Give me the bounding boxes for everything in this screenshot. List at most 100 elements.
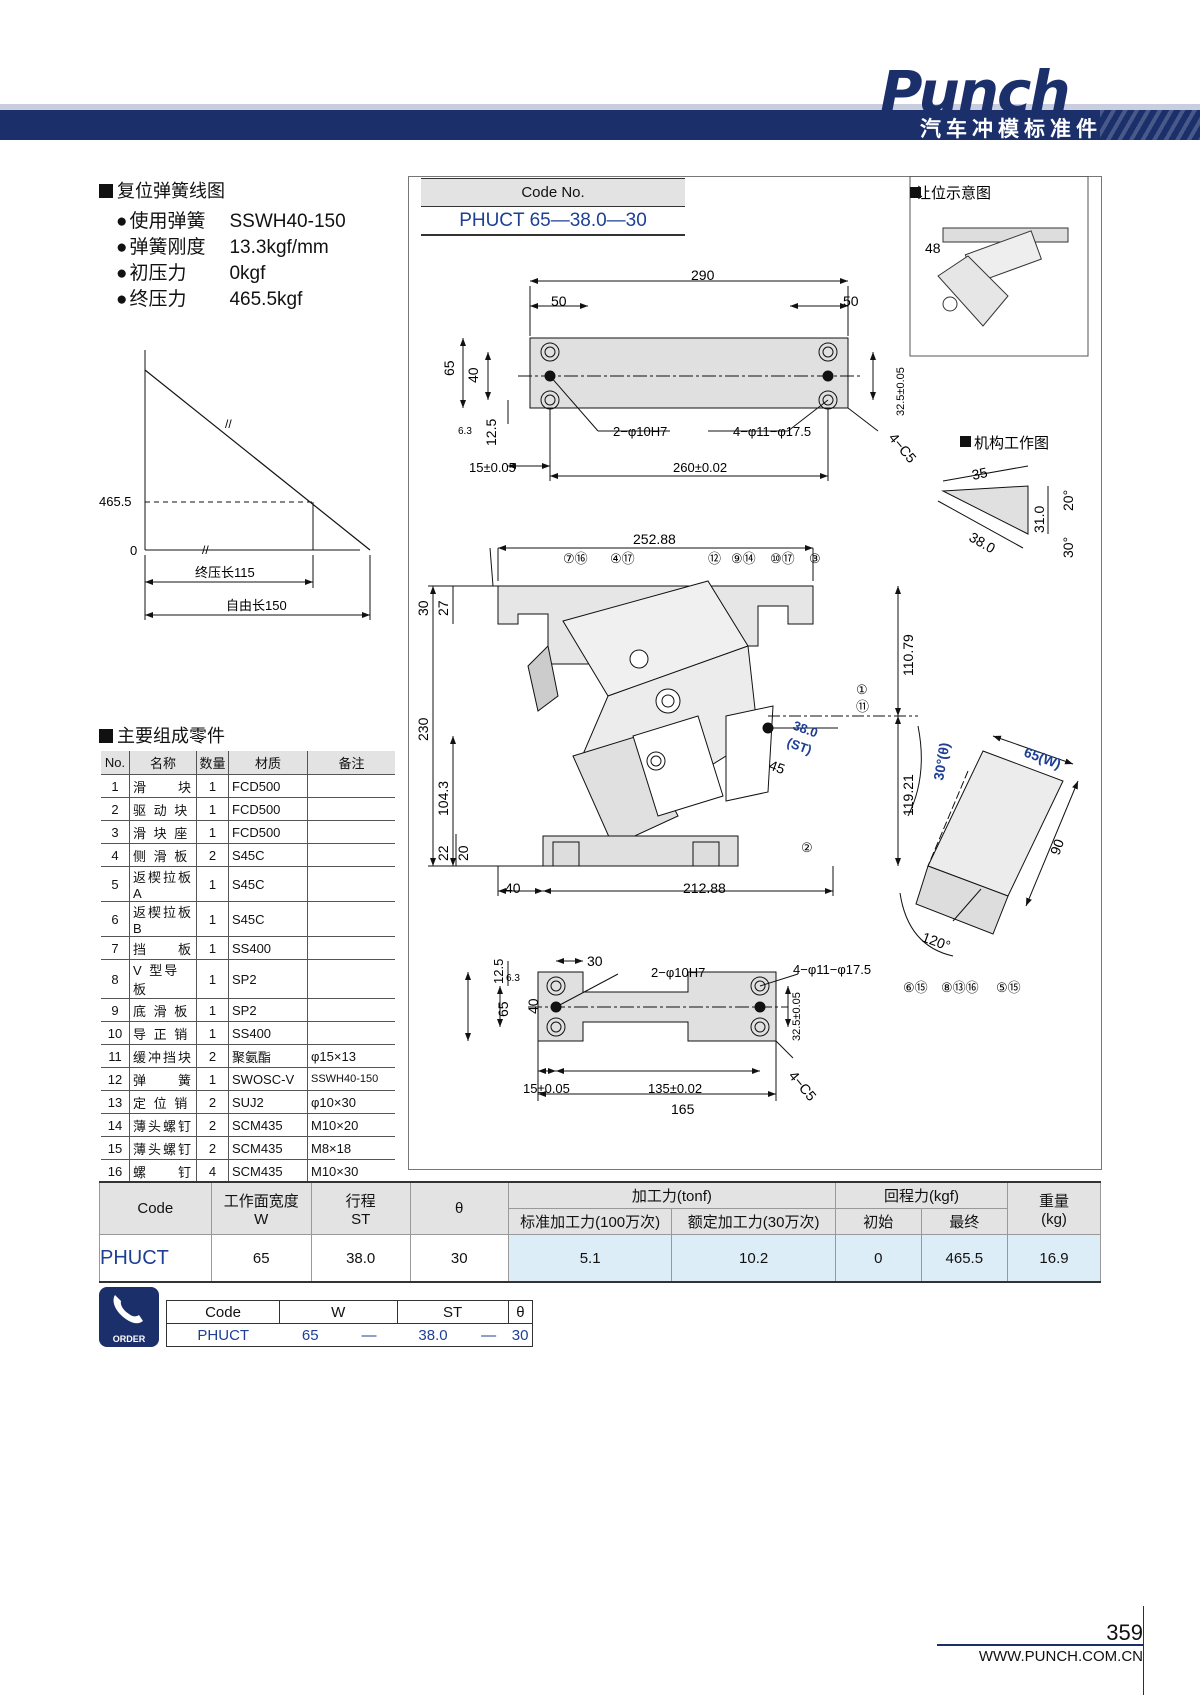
part-note: M8×18 — [307, 1136, 395, 1160]
part-note — [307, 866, 395, 902]
dim-22: 22 — [435, 845, 451, 861]
part-material: SCM435 — [228, 1136, 308, 1160]
callout-4-17: ④⑰ — [610, 551, 635, 566]
part-name: 导 正 销 — [129, 1021, 197, 1045]
order-col-theta: θ — [508, 1300, 533, 1324]
order-sep: — — [481, 1326, 497, 1344]
clearance-sketch — [937, 227, 1069, 327]
spec-col-return: 回程力(kgf) — [834, 1181, 1009, 1209]
part-qty: 1 — [196, 1067, 229, 1091]
footer-url[interactable]: WWW.PUNCH.COM.CN — [978, 1648, 1143, 1665]
dim-12-5: 12.5 — [483, 419, 499, 446]
dim-27: 27 — [435, 600, 451, 616]
part-no: 6 — [101, 901, 130, 937]
dim-104: 104.3 — [435, 781, 451, 816]
part-qty: 1 — [196, 797, 229, 821]
dim-20: 20 — [455, 845, 471, 861]
order-code: PHUCT — [197, 1326, 250, 1344]
spec-row: PHUCT 65 38.0 30 5.1 10.2 0 465.5 16.9 — [99, 1234, 1101, 1283]
part-no: 2 — [101, 797, 130, 821]
part-note: M10×30 — [307, 1159, 395, 1183]
part-no: 8 — [101, 959, 130, 999]
spec-key: 使用弹簧 — [129, 211, 206, 232]
part-qty: 1 — [196, 1021, 229, 1045]
technical-drawing: 让位示意图 48 290 50 50 65 40 12.5 15±0 — [415, 176, 1089, 1117]
bottom-dim-15: 15±0.05 — [523, 1081, 570, 1096]
part-material: SS400 — [228, 1021, 308, 1045]
mech-dim-38: 38.0 — [967, 529, 999, 557]
part-note — [307, 843, 395, 867]
spec-col-force-rated: 额定加工力(30万次) — [671, 1208, 836, 1235]
part-qty: 2 — [196, 1113, 229, 1137]
spec-key: 弹簧刚度 — [129, 237, 206, 258]
spec-col-theta: θ — [409, 1181, 509, 1235]
graph-y-top: 465.5 — [99, 494, 132, 509]
top-view-plate — [529, 337, 849, 409]
spring-section-title: 复位弹簧线图 — [99, 177, 225, 203]
bottom-dim-65: 65 — [495, 1001, 511, 1017]
part-no: 13 — [101, 1090, 130, 1114]
spec-return-final: 465.5 — [920, 1234, 1009, 1283]
dim-15: 15±0.05 — [469, 460, 516, 475]
part-no: 14 — [101, 1113, 130, 1137]
dim-252: 252.88 — [633, 531, 676, 547]
callout-10-17: ⑩⑰ — [770, 551, 795, 566]
dim-260: 260±0.02 — [673, 460, 727, 475]
callout-2: ② — [801, 840, 813, 855]
part-name: 定 位 销 — [129, 1090, 197, 1114]
spec-col-stroke-label: 行程 — [345, 1192, 376, 1210]
dim-230: 230 — [415, 717, 431, 741]
phone-icon — [113, 1295, 143, 1324]
spec-force-rated: 10.2 — [671, 1234, 836, 1283]
bottom-dim-30: 30 — [587, 953, 603, 969]
part-note — [307, 1021, 395, 1045]
part-no: 5 — [101, 866, 130, 902]
dim-40: 40 — [465, 367, 481, 383]
callout-6-15: ⑥⑮ — [903, 980, 928, 995]
spec-col-weight-unit: (kg) — [1041, 1210, 1067, 1228]
footer-vline — [1143, 1606, 1144, 1695]
dim-119: 119.21 — [900, 774, 916, 816]
spec-weight: 16.9 — [1007, 1234, 1101, 1283]
spec-value: 0kgf — [229, 263, 266, 284]
part-name: 弹 簧 — [129, 1067, 197, 1091]
parts-col-no: No. — [101, 751, 130, 775]
order-table: Code W ST θ PHUCT 65 — 38.0 — 30 — [166, 1300, 533, 1347]
part-material: SP2 — [228, 959, 308, 999]
callout-9-14: ⑨⑭ — [731, 551, 756, 566]
part-no: 7 — [101, 936, 130, 960]
part-note — [307, 797, 395, 821]
dim-290: 290 — [691, 267, 715, 283]
part-note: φ10×30 — [307, 1090, 395, 1114]
part-qty: 4 — [196, 1159, 229, 1183]
part-name: 返楔拉板B — [129, 901, 197, 937]
dim-90: 90 — [1047, 837, 1067, 857]
part-material: 聚氨酯 — [228, 1044, 308, 1068]
spec-key: 初压力 — [129, 263, 187, 284]
dim-40-bottom: 40 — [505, 880, 521, 896]
bottom-dim-12-5: 12.5 — [491, 959, 506, 984]
page-number: 359 — [1106, 1620, 1143, 1645]
callout-12: ⑫ — [708, 551, 721, 566]
part-no: 3 — [101, 820, 130, 844]
spec-w: 65 — [210, 1234, 312, 1283]
part-note — [307, 774, 395, 798]
callout-7-16: ⑦⑯ — [563, 551, 588, 566]
code-number-label: Code No. — [421, 178, 685, 207]
mech-angle-20: 20° — [1060, 490, 1076, 511]
spec-col-return-init: 初始 — [834, 1208, 922, 1235]
part-name: 螺 钉 — [129, 1159, 197, 1183]
clearance-title: 让位示意图 — [916, 184, 991, 202]
part-qty: 1 — [196, 866, 229, 902]
part-name: 返楔拉板A — [129, 866, 197, 902]
part-no: 16 — [101, 1159, 130, 1183]
order-st: 38.0 — [418, 1326, 448, 1344]
brand-tagline: 汽车冲模标准件 — [920, 118, 1102, 141]
spec-return-init: 0 — [834, 1234, 922, 1283]
